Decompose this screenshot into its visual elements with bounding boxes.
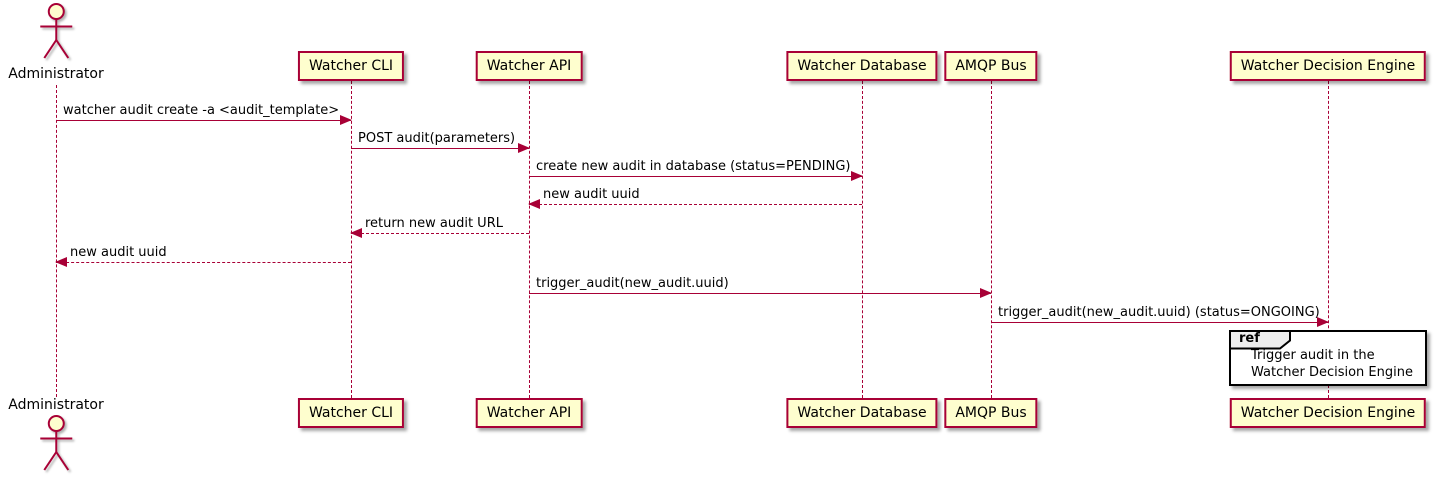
message-label: return new audit URL: [365, 216, 503, 231]
lifeline-watcher-cli: [351, 81, 352, 398]
arrowhead-icon: [980, 288, 992, 298]
participant-top-amqp-bus: AMQP Bus: [944, 51, 1038, 81]
message-6: new audit uuid: [55, 245, 351, 267]
actor-administrator-top: Administrator: [8, 2, 104, 82]
message-8: trigger_audit(new_audit.uuid) (status=ON…: [991, 305, 1329, 327]
message-line: [529, 293, 991, 294]
message-3: create new audit in database (status=PEN…: [529, 159, 863, 181]
message-line: [56, 262, 351, 263]
actor-administrator-bottom: Administrator: [8, 397, 104, 476]
ref-keyword: ref: [1239, 331, 1260, 346]
participant-bottom-watcher-api: Watcher API: [475, 398, 583, 428]
participant-bottom-watcher-cli: Watcher CLI: [297, 398, 405, 428]
actor-label: Administrator: [8, 397, 104, 413]
arrowhead-icon: [1317, 317, 1329, 327]
message-7: trigger_audit(new_audit.uuid): [529, 276, 992, 298]
lifeline-amqp-bus: [991, 81, 992, 398]
arrowhead-icon: [528, 199, 540, 209]
lifeline-administrator: [56, 85, 57, 397]
arrowhead-icon: [55, 257, 67, 267]
message-label: trigger_audit(new_audit.uuid): [536, 276, 729, 291]
message-label: new audit uuid: [543, 187, 640, 202]
arrowhead-icon: [518, 143, 530, 153]
participant-bottom-amqp-bus: AMQP Bus: [944, 398, 1038, 428]
actor-label: Administrator: [8, 66, 104, 82]
ref-tab-shape: [1229, 330, 1291, 350]
message-label: new audit uuid: [70, 245, 167, 260]
message-line: [991, 322, 1328, 323]
ref-line-1: Trigger audit in the: [1251, 348, 1375, 363]
participant-top-watcher-cli: Watcher CLI: [297, 51, 405, 81]
message-line: [56, 120, 351, 121]
ref-line-2: Watcher Decision Engine: [1251, 365, 1413, 380]
arrowhead-icon: [340, 115, 352, 125]
participant-top-watcher-decision-engine: Watcher Decision Engine: [1229, 51, 1427, 81]
actor-icon: [40, 415, 72, 471]
arrowhead-icon: [350, 228, 362, 238]
message-5: return new audit URL: [350, 216, 529, 238]
ref-tab: ref: [1229, 330, 1293, 350]
ref-body: Trigger audit in the Watcher Decision En…: [1231, 332, 1425, 381]
ref-fragment: ref Trigger audit in the Watcher Decisio…: [1229, 330, 1427, 386]
message-1: watcher audit create -a <audit_template>: [56, 103, 352, 125]
participant-bottom-watcher-database: Watcher Database: [786, 398, 938, 428]
message-label: POST audit(parameters): [358, 131, 516, 146]
message-line: [351, 233, 529, 234]
message-2: POST audit(parameters): [351, 131, 530, 153]
actor-icon: [40, 3, 72, 59]
participant-top-watcher-database: Watcher Database: [786, 51, 938, 81]
message-4: new audit uuid: [528, 187, 862, 209]
message-label: watcher audit create -a <audit_template>: [63, 103, 340, 118]
lifeline-watcher-decision-engine: [1328, 81, 1329, 398]
message-line: [529, 176, 862, 177]
lifeline-watcher-api: [529, 81, 530, 398]
participant-top-watcher-api: Watcher API: [475, 51, 583, 81]
message-label: trigger_audit(new_audit.uuid) (status=ON…: [998, 305, 1320, 320]
message-line: [529, 204, 862, 205]
message-line: [351, 148, 529, 149]
participant-bottom-watcher-decision-engine: Watcher Decision Engine: [1229, 398, 1427, 428]
message-label: create new audit in database (status=PEN…: [536, 159, 851, 174]
lifeline-watcher-database: [862, 81, 863, 398]
arrowhead-icon: [851, 171, 863, 181]
